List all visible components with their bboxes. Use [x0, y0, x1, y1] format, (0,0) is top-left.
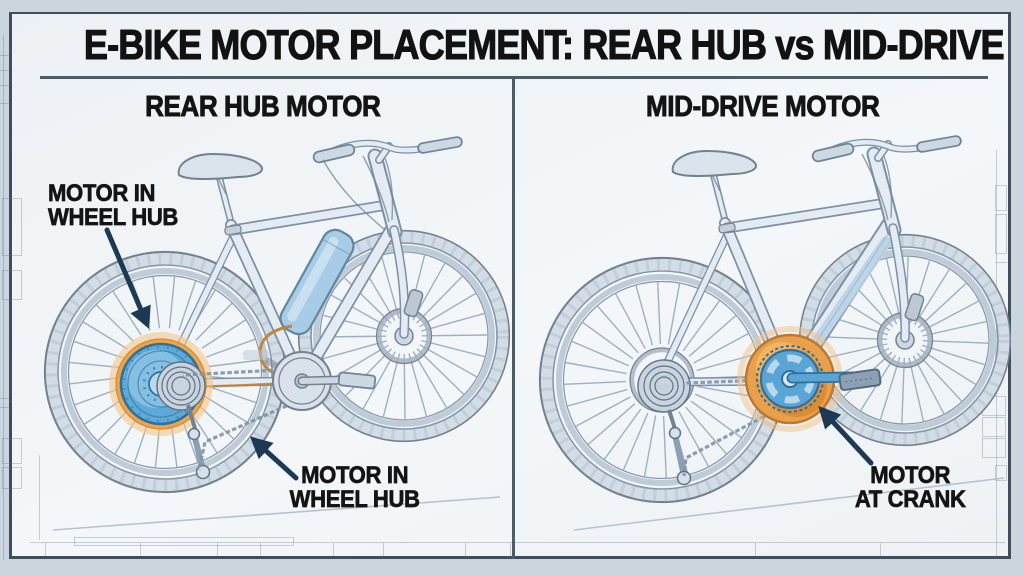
arrow-to-crank-motor-icon: [818, 405, 874, 466]
rear-hub-bike-illustration: [43, 136, 511, 531]
arrow-to-hub-motor-bottom-icon: [249, 436, 299, 481]
left-panel-header: REAR HUB MOTOR: [144, 91, 381, 124]
seat-clamp: [718, 222, 736, 234]
spokes: [564, 282, 760, 478]
battery-pack: [279, 228, 355, 336]
saddle: [671, 149, 758, 177]
front-brake-caliper: [403, 289, 424, 318]
front-wheel: [297, 229, 511, 443]
ground-line: [52, 496, 501, 531]
hub-label-top: MOTOR IN WHEEL HUB: [48, 180, 179, 232]
panel-divider: [512, 79, 515, 559]
arrow-to-hub-motor-icon: [104, 227, 151, 330]
saddle: [177, 152, 264, 180]
cassette: [637, 359, 691, 413]
derailleur: [667, 409, 692, 486]
crankset: [243, 350, 377, 411]
crank-label: MOTOR AT CRANK: [855, 462, 967, 514]
derailleur: [186, 404, 211, 480]
cassette: [156, 361, 206, 411]
hub-label-bottom: MOTOR IN WHEEL HUB: [289, 462, 420, 514]
front-brake-caliper: [904, 293, 925, 322]
seat-clamp: [224, 224, 242, 236]
page-title: E-BIKE MOTOR PLACEMENT: REAR HUB vs MID-…: [83, 20, 1005, 68]
mid-drive-bike-illustration: [538, 135, 1011, 531]
chain: [182, 368, 281, 377]
mid-drive-motor: [737, 326, 882, 432]
title-separator: [40, 76, 988, 79]
ground-line: [573, 477, 1005, 531]
right-panel-header: MID-DRIVE MOTOR: [645, 91, 880, 124]
pedal: [337, 371, 377, 390]
